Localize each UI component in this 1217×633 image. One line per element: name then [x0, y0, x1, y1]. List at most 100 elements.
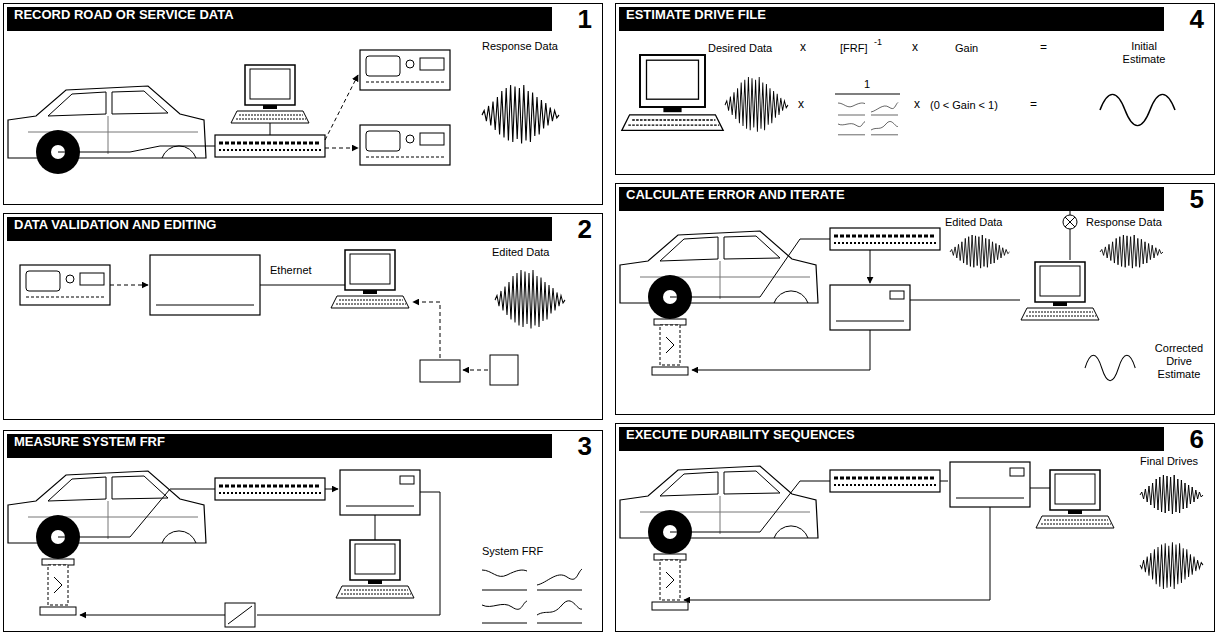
- data-acquisition-unit: [830, 470, 940, 492]
- diagram-label: x: [798, 98, 804, 111]
- panel-heading: MEASURE SYSTEM FRF: [7, 434, 552, 458]
- wire: [692, 330, 870, 370]
- diagram-label: x: [914, 98, 920, 111]
- wire: [670, 481, 830, 532]
- diagram-label: Final Drives: [1140, 455, 1198, 468]
- computer: [231, 65, 309, 123]
- vehicle: [8, 86, 206, 174]
- server-detail: [156, 305, 254, 306]
- diagram-label: Response Data: [1086, 216, 1162, 229]
- actuator: [652, 319, 688, 375]
- diagram-label: Edited Data: [492, 246, 549, 259]
- diagram-label: Response Data: [482, 40, 558, 53]
- wire: [58, 146, 215, 152]
- data-acquisition-unit: [215, 478, 325, 500]
- fraction-bar: [835, 93, 900, 94]
- panel-heading: RECORD ROAD OR SERVICE DATA: [7, 7, 552, 31]
- step-number: 2: [578, 214, 592, 244]
- step-number: 6: [1190, 424, 1204, 454]
- computer: [1021, 262, 1099, 320]
- computer: [622, 55, 723, 130]
- diagram-label: Initial Estimate: [1112, 40, 1176, 66]
- wire: [257, 492, 440, 615]
- desired-signal: [725, 77, 788, 132]
- computer: [1036, 470, 1114, 528]
- diagram-label: System FRF: [482, 545, 543, 558]
- diagram-label: =: [1040, 41, 1047, 54]
- dashed-arrow: [325, 75, 358, 140]
- diagram-label: [FRF]: [840, 42, 868, 55]
- actuator: [40, 559, 76, 615]
- amplifier: [225, 603, 255, 627]
- step-panel: ESTIMATE DRIVE FILE4: [615, 3, 1215, 175]
- step-panel: EXECUTE DURABILITY SEQUENCES 6: [615, 423, 1215, 632]
- disk: [490, 355, 518, 385]
- diagram-label: Desired Data: [708, 42, 772, 55]
- data-acquisition-unit: [215, 135, 325, 157]
- edited-signal: [495, 270, 565, 329]
- wire: [940, 481, 948, 482]
- actuator: [652, 554, 688, 610]
- diagram-label: Ethernet: [270, 264, 312, 277]
- wire: [1070, 229, 1071, 260]
- diagram-label: x: [912, 41, 918, 54]
- vehicle: [620, 466, 818, 554]
- amplifier: [228, 606, 252, 624]
- wire: [325, 489, 338, 490]
- panel-heading: CALCULATE ERROR AND ITERATE: [619, 187, 1164, 211]
- diagram-label: =: [1030, 98, 1037, 111]
- diagram-label: x: [800, 41, 806, 54]
- corrected-drive-wave: [1085, 355, 1135, 380]
- tape-recorder: [20, 265, 110, 305]
- step-number: 4: [1190, 4, 1204, 34]
- wire: [58, 489, 215, 537]
- panel-heading: DATA VALIDATION AND EDITING: [7, 217, 552, 241]
- edited-signal: [950, 235, 1010, 268]
- panel-heading: EXECUTE DURABILITY SEQUENCES: [619, 427, 1164, 451]
- wire: [684, 507, 990, 600]
- controller: [340, 470, 420, 515]
- controller: [830, 285, 910, 330]
- dashed-arrow: [463, 370, 488, 371]
- step-number: 5: [1190, 184, 1204, 214]
- diagram-label: Gain: [955, 42, 978, 55]
- step-number: 1: [578, 4, 592, 34]
- diagram-label: -1: [874, 36, 882, 49]
- dashed-arrow: [413, 302, 440, 358]
- vehicle: [620, 231, 818, 319]
- wire: [910, 300, 1020, 301]
- final-drive-signal: [1140, 475, 1203, 514]
- initial-estimate-wave: [1100, 94, 1175, 125]
- recorder: [360, 125, 450, 165]
- data-acquisition-unit: [830, 228, 940, 250]
- response-signal: [482, 85, 559, 144]
- controller: [950, 462, 1030, 507]
- step-number: 3: [578, 431, 592, 461]
- wire: [870, 250, 871, 283]
- tape-recorder: [360, 50, 450, 90]
- diagram-label: Edited Data: [945, 216, 1002, 229]
- vehicle: [8, 471, 206, 559]
- server: [150, 255, 260, 315]
- frf-plots: [838, 102, 898, 134]
- wire: [1030, 488, 1050, 489]
- frf-plots: [482, 569, 582, 623]
- dashed-arrow: [110, 285, 148, 286]
- wire: [80, 615, 225, 616]
- final-drive-signal: [1140, 542, 1203, 589]
- step-panel: MEASURE SYSTEM FRF 3: [3, 430, 603, 632]
- response-signal: [1100, 235, 1163, 268]
- wire: [670, 239, 830, 297]
- wire: [375, 515, 376, 540]
- wire: [270, 123, 271, 135]
- ethernet-line: [260, 285, 345, 286]
- disk-drive: [420, 360, 460, 382]
- diagram-label: 1: [864, 78, 870, 91]
- dashed-arrow: [325, 148, 358, 149]
- diagram-label: (0 < Gain < 1): [930, 99, 998, 112]
- step-panel: RECORD ROAD OR SERVICE DATA 1: [3, 3, 603, 205]
- diagram-label: Corrected Drive Estimate: [1146, 342, 1212, 381]
- step-panel: DATA VALIDATION AND EDITING 2: [3, 213, 603, 420]
